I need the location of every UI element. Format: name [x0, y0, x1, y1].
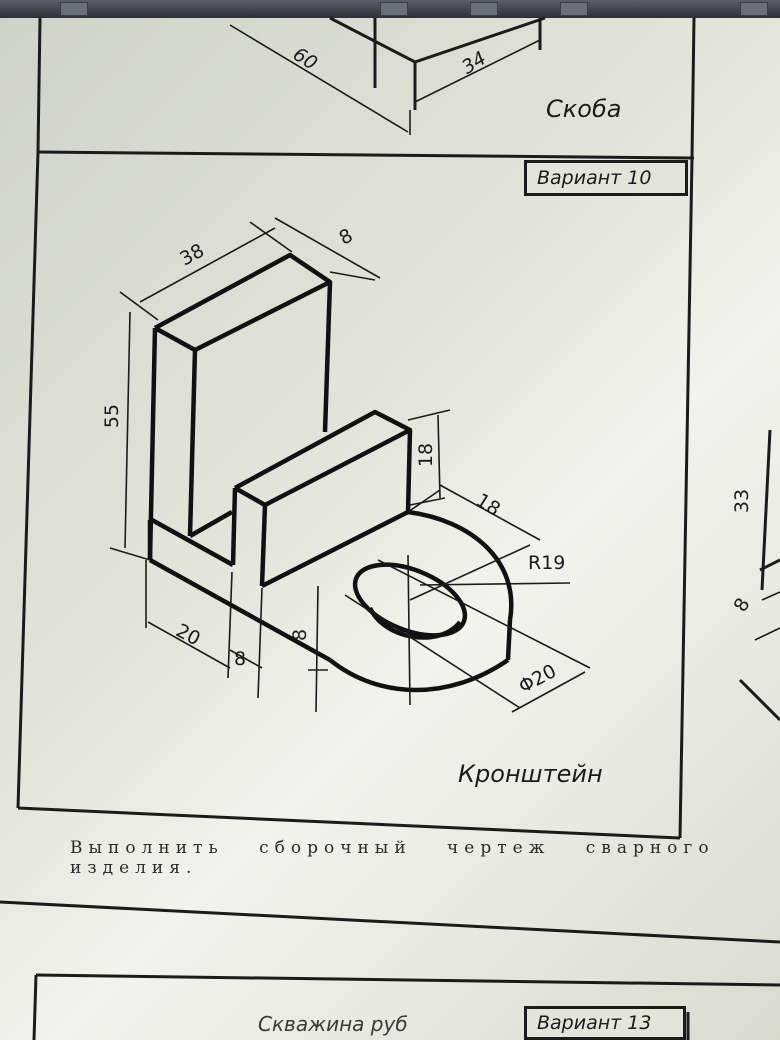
variant-label: Вариант 10: [537, 167, 652, 189]
toolbar-icon[interactable]: [560, 2, 588, 16]
part-name-bracket: Кронштейн: [458, 760, 603, 788]
task-caption: Выполнить сборочный чертеж сварного изде…: [70, 838, 715, 878]
frame-lines: [0, 17, 780, 1040]
bracket-dimension-lines: [109, 217, 591, 713]
right-fragment: [738, 429, 780, 722]
part-name-skoba: Скоба: [546, 95, 622, 123]
variant-label-bottom: Вариант 13: [537, 1012, 652, 1034]
right-dimension-lines: [754, 591, 780, 641]
dim-r19: R19: [528, 552, 566, 574]
toolbar-icon[interactable]: [380, 2, 408, 16]
dim-8-base: 8: [289, 628, 312, 642]
viewer-toolbar: [0, 0, 780, 18]
bottom-part-name: Скважина руб: [258, 1012, 408, 1036]
toolbar-icon[interactable]: [470, 2, 498, 16]
variant-box: Вариант 10: [524, 160, 688, 196]
dim-55: 55: [101, 403, 124, 429]
dim-33: 33: [731, 488, 754, 514]
variant-box-bottom: Вариант 13: [524, 1006, 686, 1040]
dim-18-vertical: 18: [415, 442, 438, 468]
skoba-fragment: [329, 16, 546, 110]
toolbar-icon[interactable]: [740, 2, 768, 16]
toolbar-icon[interactable]: [60, 2, 88, 16]
dim-8-gap: 8: [234, 648, 247, 670]
skoba-dimension-lines: [229, 24, 541, 135]
bracket-outline: [147, 252, 514, 693]
